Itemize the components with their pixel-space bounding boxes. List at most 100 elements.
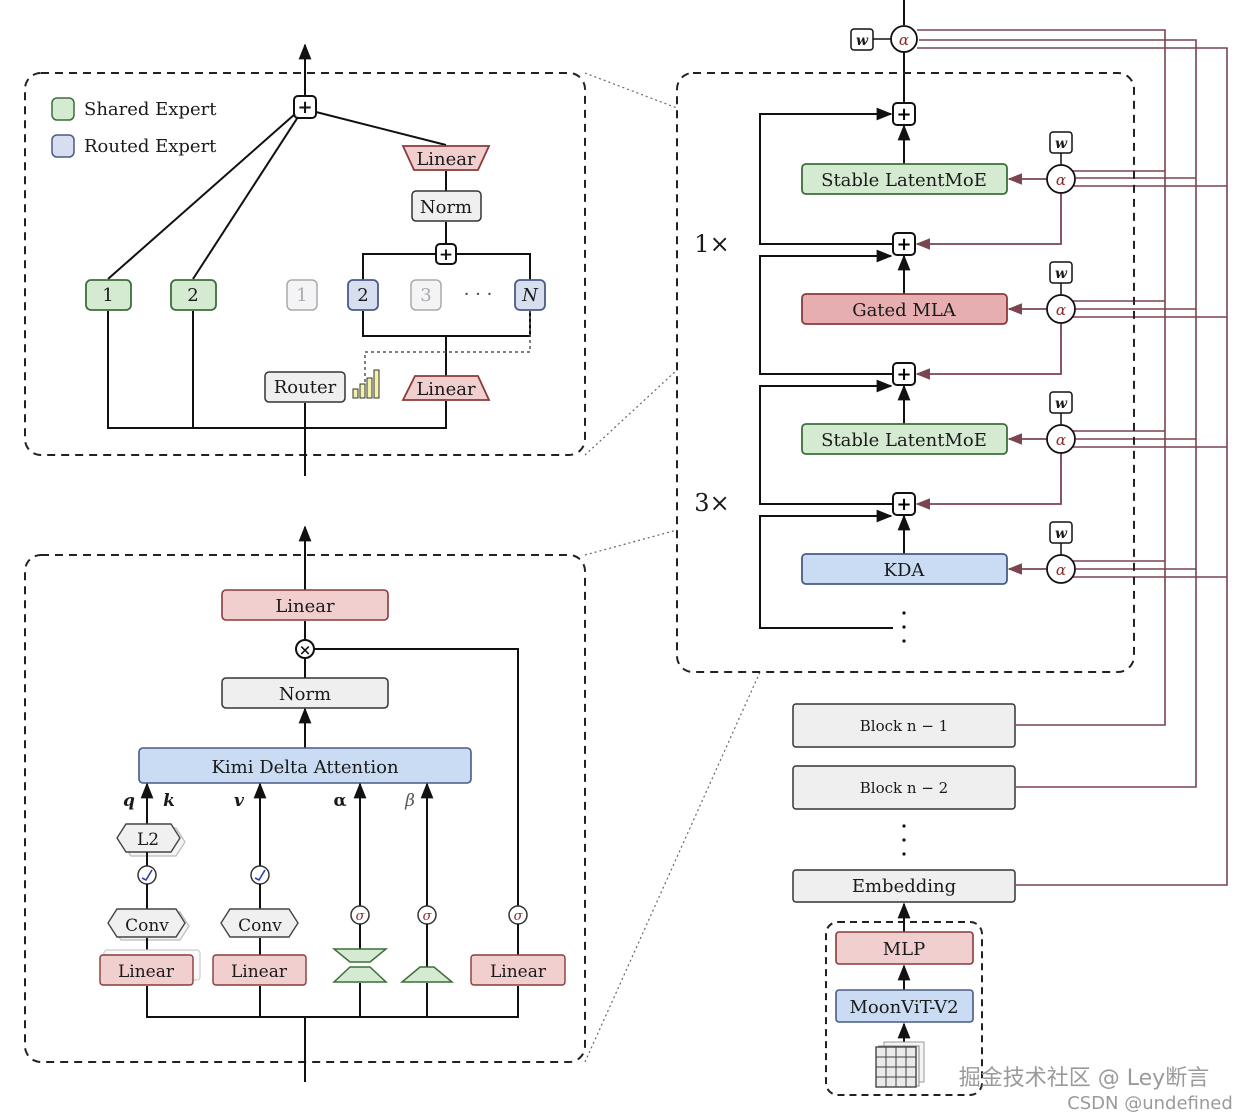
svg-text:Conv: Conv xyxy=(125,916,169,936)
svg-text:MoonViT-V2: MoonViT-V2 xyxy=(849,997,958,1018)
svg-text:MLP: MLP xyxy=(883,939,926,960)
v-activation-icon xyxy=(250,865,270,885)
image-patches-icon xyxy=(875,1041,925,1088)
qk-linear xyxy=(99,954,194,986)
router-label: Router xyxy=(274,377,337,398)
shared-expert-legend: Shared Expert xyxy=(84,99,217,120)
svg-text:Linear: Linear xyxy=(118,962,175,982)
moe-sum-node xyxy=(293,95,317,119)
svg-text:w: w xyxy=(856,33,869,49)
router-bar-chart-icon xyxy=(352,369,380,399)
svg-text:β: β xyxy=(404,791,415,811)
svg-text:+: + xyxy=(896,104,911,125)
routed-expert-swatch xyxy=(51,134,75,158)
svg-text:2: 2 xyxy=(357,285,368,306)
svg-text:Embedding: Embedding xyxy=(852,876,956,897)
more-blocks-dots xyxy=(902,824,906,856)
moe-panel: Shared Expert Routed Expert + Linear Nor… xyxy=(24,43,586,476)
shared-expert-1 xyxy=(85,279,132,311)
layer-stack: α w 1× 3× + + + + xyxy=(676,0,1228,1096)
svg-text:1: 1 xyxy=(102,285,113,306)
moe-norm xyxy=(411,190,482,222)
svg-text:Block n − 2: Block n − 2 xyxy=(860,779,948,797)
svg-text:α: α xyxy=(1056,561,1066,579)
svg-text:Norm: Norm xyxy=(279,684,331,705)
watermark-line-2: CSDN @undefined xyxy=(1067,1093,1233,1114)
svg-text:Linear: Linear xyxy=(490,962,547,982)
svg-text:N: N xyxy=(521,285,539,306)
v-conv xyxy=(220,908,299,938)
svg-text:+: + xyxy=(439,245,453,265)
svg-text:α: α xyxy=(1056,301,1066,319)
moe-norm-label: Norm xyxy=(420,197,472,218)
routed-expert-legend: Routed Expert xyxy=(84,136,217,157)
svg-text:KDA: KDA xyxy=(884,560,926,581)
routed-expert-2 xyxy=(347,279,379,311)
svg-text:α: α xyxy=(1056,431,1066,449)
svg-text:Conv: Conv xyxy=(238,916,282,936)
mlp-projector xyxy=(835,931,974,965)
repeat-label-1x: 1× xyxy=(694,230,729,258)
svg-text:Block n − 1: Block n − 1 xyxy=(860,717,948,735)
svg-text:w: w xyxy=(1055,136,1068,152)
svg-text:σ: σ xyxy=(356,909,366,924)
svg-text:Gated MLA: Gated MLA xyxy=(852,300,957,321)
svg-text:Linear: Linear xyxy=(231,962,288,982)
moonvit-encoder xyxy=(835,989,974,1023)
alpha-low-rank-down xyxy=(332,966,388,983)
routed-expert-1-inactive xyxy=(286,279,318,311)
qk-conv xyxy=(107,908,186,938)
svg-text:+: + xyxy=(896,234,911,255)
svg-text:w: w xyxy=(1055,526,1068,542)
stable-latentmoe-block-1 xyxy=(801,163,1008,195)
moe-linear-top xyxy=(401,145,491,171)
svg-text:α: α xyxy=(333,791,346,811)
routed-expert-3-inactive xyxy=(410,279,442,311)
router-box xyxy=(264,371,346,403)
svg-text:2: 2 xyxy=(187,285,198,306)
repeat-label-3x: 3× xyxy=(694,489,729,517)
routed-expert-n xyxy=(514,279,546,311)
shared-expert-swatch xyxy=(51,97,75,121)
routed-expert-ellipsis: · · · xyxy=(464,284,493,305)
svg-text:σ: σ xyxy=(514,909,524,924)
watermark-line-1: 掘金技术社区 @ Ley断言 xyxy=(959,1066,1209,1091)
more-layers-dots xyxy=(902,611,906,643)
gate-linear xyxy=(470,954,566,986)
repeat-block-group xyxy=(676,72,1135,673)
moe-linear-bottom-label: Linear xyxy=(416,379,476,400)
svg-text:Stable LatentMoE: Stable LatentMoE xyxy=(821,170,987,191)
beta-projection xyxy=(399,966,455,983)
embedding-layer xyxy=(792,869,1016,903)
svg-text:1: 1 xyxy=(296,285,307,306)
moe-linear-top-label: Linear xyxy=(416,149,476,170)
svg-text:k: k xyxy=(163,791,175,811)
svg-text:q: q xyxy=(123,791,135,811)
svg-text:+: + xyxy=(896,364,911,385)
kda-panel: Linear × Norm Kimi Delta Attention q k v… xyxy=(24,525,586,1082)
shared-expert-2 xyxy=(170,279,217,311)
qk-activation-icon xyxy=(137,865,157,885)
svg-text:σ: σ xyxy=(423,909,433,924)
top-weight-box xyxy=(850,28,874,51)
svg-text:Stable LatentMoE: Stable LatentMoE xyxy=(821,430,987,451)
svg-text:Kimi Delta Attention: Kimi Delta Attention xyxy=(211,757,399,778)
l2-norm xyxy=(116,823,181,853)
svg-text:3: 3 xyxy=(420,285,431,306)
svg-text:v: v xyxy=(234,791,245,811)
kda-linear-out xyxy=(221,589,389,621)
block-alpha-gates: w α w α w α w α xyxy=(1046,131,1076,584)
gated-mla-block xyxy=(801,293,1008,325)
block-n-minus-1 xyxy=(792,703,1016,748)
svg-text:×: × xyxy=(299,641,312,659)
svg-text:w: w xyxy=(1055,266,1068,282)
svg-text:Linear: Linear xyxy=(275,596,335,617)
alpha-low-rank-up xyxy=(331,948,389,963)
svg-text:α: α xyxy=(1056,171,1066,189)
kda-block xyxy=(801,553,1008,585)
svg-text:L2: L2 xyxy=(137,830,159,850)
kimi-delta-attention xyxy=(138,747,472,784)
v-linear xyxy=(212,954,307,986)
svg-text:w: w xyxy=(1055,396,1068,412)
